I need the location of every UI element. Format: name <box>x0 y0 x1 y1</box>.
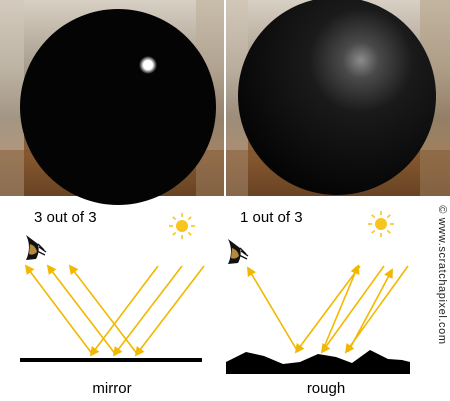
sun-icon <box>368 211 394 237</box>
right-ray-in-1 <box>294 265 361 354</box>
eye-icon <box>228 239 249 264</box>
sun-icon <box>169 213 195 239</box>
left-ray-in-3 <box>134 265 205 357</box>
right-ray-in-2 <box>320 265 385 354</box>
right-reflected-rays <box>247 264 393 353</box>
right-caption: 1 out of 3 <box>240 209 303 226</box>
credit: © www.scratchapixel.com <box>432 195 450 355</box>
right-ray-out-1 <box>247 266 299 353</box>
mirror-sphere-render <box>0 0 224 205</box>
left-ray-out-2 <box>46 264 117 356</box>
right-ray-out-3 <box>347 268 393 353</box>
credit-text: © www.scratchapixel.com <box>436 205 448 345</box>
left-ray-out-1 <box>24 264 94 356</box>
rough-sphere-render <box>226 0 450 196</box>
rough-label: rough <box>307 380 345 397</box>
left-ray-in-1 <box>89 265 159 357</box>
eye-icon <box>26 235 47 260</box>
left-ray-in-2 <box>112 265 183 357</box>
left-incoming-rays <box>89 265 205 357</box>
left-caption: 3 out of 3 <box>34 209 97 226</box>
mirror-surface <box>20 358 202 362</box>
right-ray-out-2 <box>321 264 360 353</box>
mirror-label: mirror <box>92 380 131 397</box>
rough-surface <box>226 350 410 374</box>
left-reflected-rays <box>24 264 139 356</box>
left-ray-out-3 <box>68 264 139 356</box>
